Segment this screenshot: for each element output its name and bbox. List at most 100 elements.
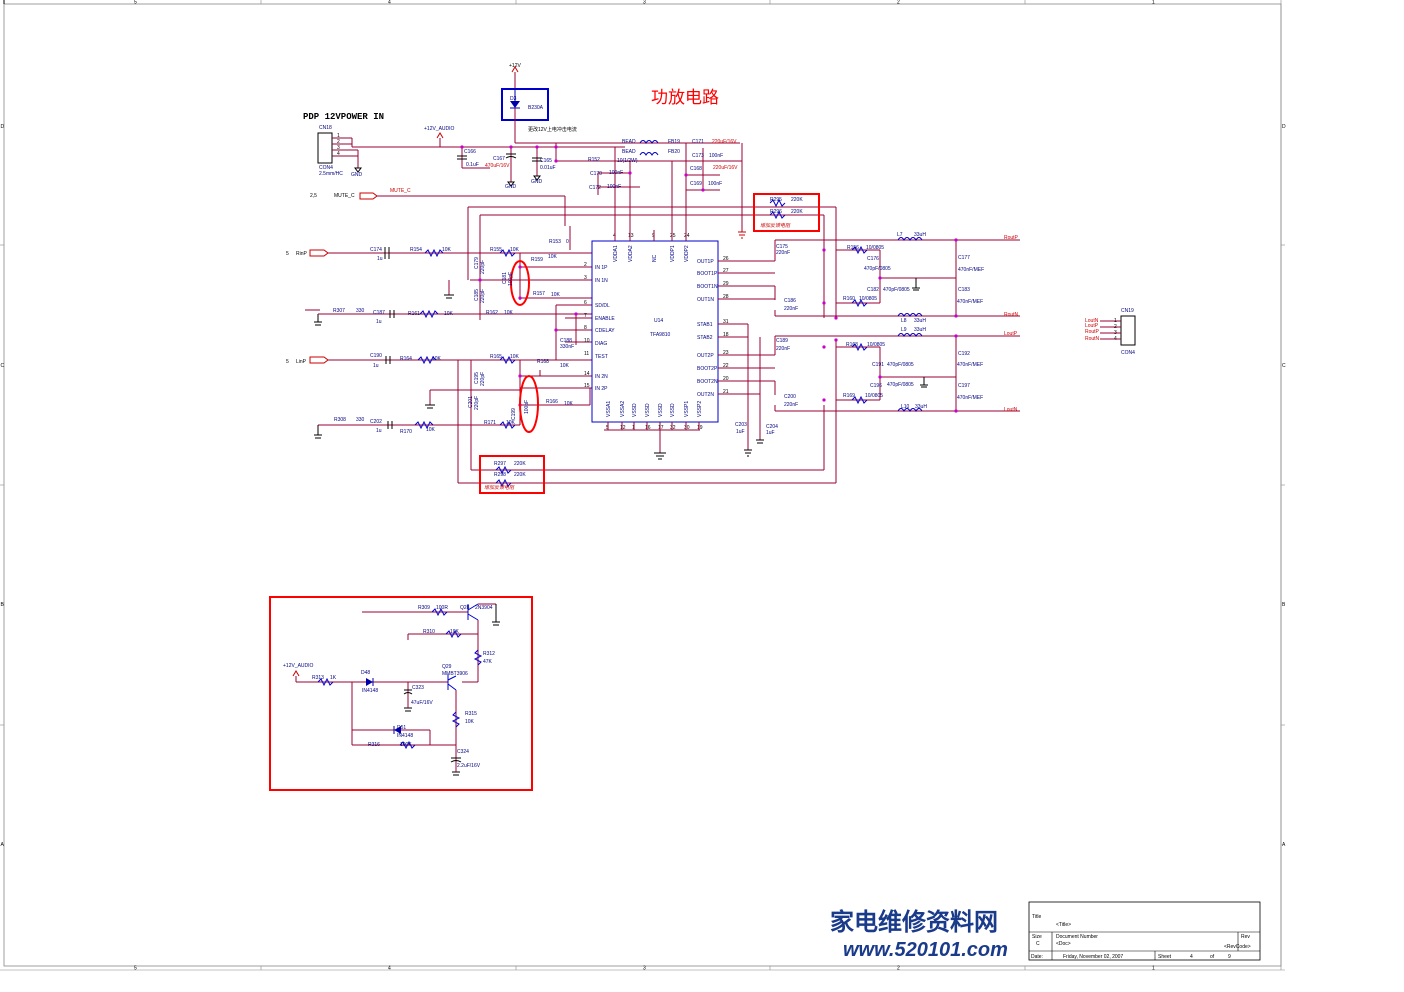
label-r165v: 10K <box>510 354 520 360</box>
label-r157: R157 <box>533 291 545 297</box>
ic-pin-name: VSSP2 <box>697 401 703 417</box>
svg-text:4: 4 <box>1114 336 1117 342</box>
label-c188: C188 <box>560 338 572 344</box>
junction-dot <box>878 375 882 379</box>
junction-dot <box>954 334 958 338</box>
junction-dot <box>554 159 558 163</box>
label-c186v: 220nF <box>784 306 798 312</box>
label-q29: Q29 <box>442 664 452 670</box>
diode-icon <box>366 678 373 686</box>
label-rinp: RinP <box>296 251 308 257</box>
c199-highlight <box>519 375 539 433</box>
ic-pin-number: 20 <box>723 376 729 382</box>
ic-pin-name: BOOT1P <box>697 271 718 277</box>
c181-highlight <box>510 260 530 306</box>
label-r309v: 100R <box>436 605 448 611</box>
left-input-network <box>305 247 592 360</box>
ic-pin-number: 27 <box>723 268 729 274</box>
label-c199v: 100pF <box>524 400 530 414</box>
label-r159: R159 <box>531 257 543 263</box>
border-row-label: B <box>1 602 5 608</box>
ic-pin-name: VSSA1 <box>606 401 612 417</box>
label-c179: C179 <box>474 257 480 269</box>
label-c181: C181 <box>502 272 508 284</box>
border-row-label: A <box>1282 842 1286 848</box>
label-p12va: +12V_AUDIO <box>424 126 455 132</box>
label-r162: R162 <box>486 310 498 316</box>
border-col-label: 5 <box>134 966 137 972</box>
label-c173: C173 <box>692 153 704 159</box>
border-col-label: 1 <box>1152 966 1155 972</box>
ic-pin-number: 12 <box>620 425 626 431</box>
ic-pin-name: TEST <box>595 354 608 360</box>
label-bead2: BEAD <box>622 149 636 155</box>
label-c204v: 1uF <box>766 430 775 436</box>
label-c323: C323 <box>412 685 424 691</box>
ic-pin-name: VSSD <box>670 403 676 417</box>
label-r152av: 10(1/2W) <box>617 158 638 164</box>
label-c173v: 100nF <box>709 153 723 159</box>
label-r169v: 10/0805 <box>865 393 883 399</box>
label-c174v: 1u <box>377 256 383 262</box>
ic-part: TFA9810 <box>650 332 671 338</box>
label-c171v: 220uF/16V <box>712 139 737 145</box>
label-c189: C189 <box>776 338 788 344</box>
rev-value: <RevCode> <box>1224 944 1251 950</box>
linp-input-network <box>309 355 592 439</box>
label-r312: R312 <box>483 651 495 657</box>
ic-pin-name: SD/DL <box>595 303 610 309</box>
label-l8: L8 <box>901 318 907 324</box>
ic-pin-name: BOOT1N <box>697 284 718 290</box>
d3-diode-block <box>501 66 549 143</box>
ic-pin-name: IN 2N <box>595 374 608 380</box>
label-routp: RoutP <box>1004 235 1019 241</box>
label-r309: R309 <box>418 605 430 611</box>
label-r161: R161 <box>408 311 420 317</box>
ic-pin-number: 30 <box>684 425 690 431</box>
junction-dot <box>509 145 513 149</box>
svg-text:3: 3 <box>1114 330 1117 336</box>
sheet-border <box>3 3 1282 967</box>
label-c183: C183 <box>958 287 970 293</box>
label-q28: Q28 <box>460 605 470 611</box>
border-row-label: A <box>1 842 5 848</box>
ic-pin-number: 24 <box>684 233 690 239</box>
label-c188v: 330nF <box>560 344 574 350</box>
label-n25: 2,5 <box>310 193 317 199</box>
label-c175: C175 <box>776 244 788 250</box>
ic-pin-name: VDDP1 <box>670 245 676 262</box>
ic-pin-name: VSSA2 <box>620 401 626 417</box>
label-c196v: 470pF/0805 <box>887 382 914 388</box>
label-c195: C195 <box>474 372 480 384</box>
ic-pin-number: 11 <box>584 351 589 357</box>
label-c204: C204 <box>766 424 778 430</box>
label-r310v: 10K <box>450 629 460 635</box>
ic-ref: U14 <box>654 318 663 324</box>
label-c196: C196 <box>870 383 882 389</box>
label-c174: C174 <box>370 247 382 253</box>
ic-pin-name: VDDA1 <box>613 245 619 262</box>
border-col-label: 2 <box>897 966 900 972</box>
label-b230a: B230A <box>528 105 544 111</box>
label-c192v: 470nF/MEF <box>957 362 983 368</box>
label-l8v: 33uH <box>914 318 926 324</box>
label-r295v: 220K <box>791 197 803 203</box>
label-r157v: 10K <box>551 292 561 298</box>
border-row-label: D <box>1 124 5 130</box>
svg-text:1: 1 <box>1114 318 1117 324</box>
svg-text:4: 4 <box>337 151 340 157</box>
svg-text:2: 2 <box>1114 324 1117 330</box>
label-r171: R171 <box>484 420 496 426</box>
label-q29v: MMBT3906 <box>442 671 468 677</box>
border-row-label: C <box>1282 363 1286 369</box>
label-r171v: 10K <box>506 420 516 426</box>
label-c202: C202 <box>370 419 382 425</box>
label-c199: C199 <box>511 408 517 420</box>
label-r316: R316 <box>368 742 380 748</box>
label-r162v: 10K <box>504 310 514 316</box>
ic-pin-name: VDDA2 <box>628 245 634 262</box>
label-r166: R166 <box>546 399 558 405</box>
junction-dot <box>878 276 882 280</box>
label-c177v: 470nF/MEF <box>958 267 984 273</box>
